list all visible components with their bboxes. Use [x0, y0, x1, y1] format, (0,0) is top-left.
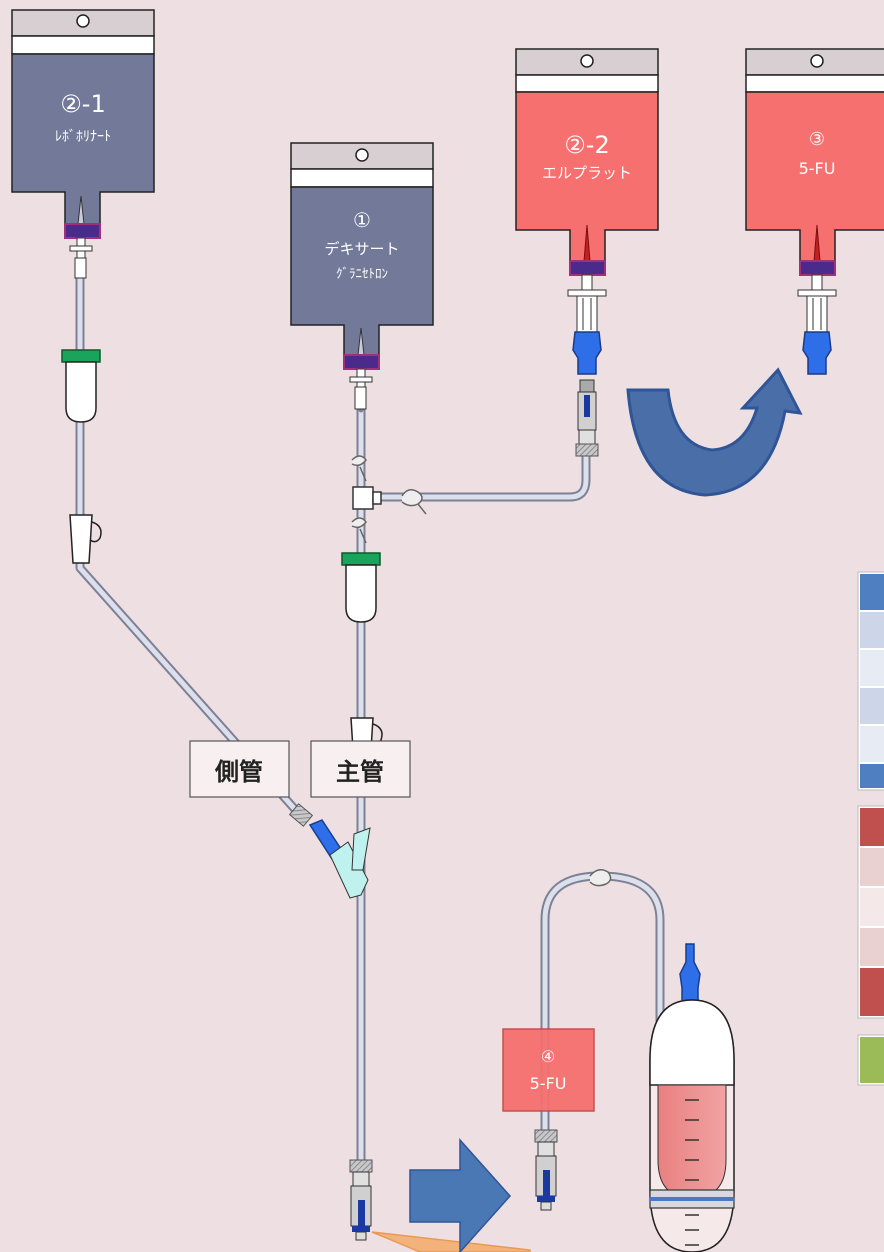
table-fragment-green	[857, 1034, 884, 1086]
box-4-number: ④	[541, 1047, 555, 1066]
bag-2-1: ②-1 ﾚﾎﾞﾎﾘﾅｰﾄ	[11, 9, 155, 279]
drip-chamber-main	[341, 552, 381, 623]
bag-1-number: ①	[353, 208, 371, 232]
callout-pointer	[371, 1231, 531, 1252]
hanger-hole-icon	[76, 14, 90, 28]
bag-1-name-line2: ｸﾞﾗﾆｾﾄﾛﾝ	[336, 267, 388, 282]
bag-2-1-name: ﾚﾎﾞﾎﾘﾅｰﾄ	[55, 129, 111, 145]
bag-2-2-number: ②-2	[564, 131, 609, 159]
table-fragment-red	[857, 805, 884, 1019]
hanger-hole-icon	[810, 54, 824, 68]
bag-2-1-number: ②-1	[60, 90, 105, 118]
tube-clips	[351, 455, 612, 887]
bag-2-2: ②-2 エルプラット	[515, 48, 659, 457]
bag-3-name: 5-FU	[799, 159, 836, 178]
main-line-label: 主管	[310, 740, 411, 798]
tubing	[75, 270, 665, 1165]
side-line-label: 側管	[189, 740, 290, 798]
filter-main-bottom	[349, 1159, 373, 1241]
hanger-hole-icon	[580, 54, 594, 68]
connector-3	[802, 331, 832, 375]
table-fragment-blue	[857, 571, 884, 791]
y-site-connector	[288, 803, 371, 899]
big-right-arrow-icon	[409, 1138, 512, 1252]
drip-chamber-left	[61, 349, 101, 423]
bag-1-name-line1: デキサート	[324, 240, 399, 258]
t-connector	[352, 486, 382, 510]
hanger-hole-icon	[355, 148, 369, 162]
box-4: ④ 5-FU	[502, 1028, 595, 1112]
filter-right-bottom	[534, 1129, 558, 1211]
bag-3: ③ 5-FU	[745, 48, 884, 375]
bag-1: ① デキサート ｸﾞﾗﾆｾﾄﾛﾝ	[290, 142, 434, 410]
main-line-text: 主管	[336, 758, 384, 786]
roller-clamp-left	[69, 514, 102, 564]
bag-3-number: ③	[809, 129, 825, 150]
bag-2-2-name: エルプラット	[542, 164, 632, 182]
box-4-name: 5-FU	[530, 1074, 567, 1093]
connector-2-2	[572, 331, 602, 375]
side-line-text: 側管	[214, 758, 263, 786]
infuser-bottle	[649, 943, 735, 1252]
curved-swap-arrow-icon	[626, 367, 803, 497]
